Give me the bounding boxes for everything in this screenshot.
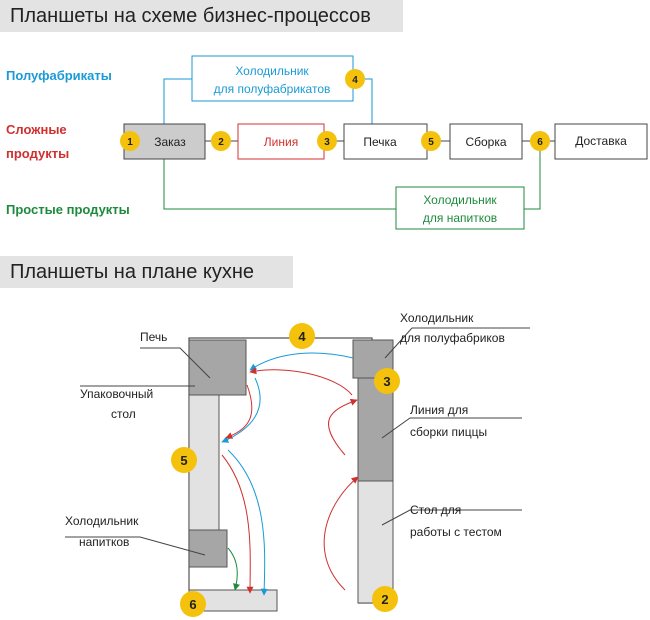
label-dough-table-2: работы с тестом: [410, 525, 502, 539]
dough-table-block: [357, 480, 394, 604]
svg-text:6: 6: [189, 597, 196, 612]
label-semi-fridge-1: Холодильник: [400, 311, 474, 325]
pizza-line-block: [357, 377, 394, 482]
box-line-label: Линия: [264, 135, 298, 149]
label-oven: Печь: [140, 330, 167, 344]
process-badge-2: 2: [211, 131, 231, 151]
svg-text:4: 4: [352, 75, 358, 86]
process-badge-6: 6: [530, 131, 550, 151]
arrow-red-pack-to-dispatch: [221, 454, 254, 594]
label-drinks-fridge-2: напитков: [79, 535, 129, 549]
oven-block: [188, 339, 247, 396]
box-semi-fridge: [191, 55, 354, 102]
label-semi-fridge-2: для полуфабриков: [400, 331, 505, 345]
arrow-blue-pack-to-dispatch: [227, 449, 268, 596]
svg-text:5: 5: [428, 137, 434, 148]
box-drinks-fridge-label-2: для напитков: [423, 211, 497, 225]
kitchen-badge-5: 5: [171, 447, 197, 473]
arrow-green-fridge-to-dispatch: [227, 547, 240, 591]
kitchen-leader-lines: [65, 327, 530, 556]
svg-text:2: 2: [218, 137, 224, 148]
box-semi-fridge-label-2: для полуфабрикатов: [214, 82, 331, 96]
kitchen-badge-2: 2: [372, 586, 398, 612]
box-oven: [343, 123, 428, 160]
box-delivery: [554, 123, 648, 160]
label-pack-table-2: стол: [111, 407, 136, 421]
box-order-label: Заказ: [154, 135, 186, 149]
box-drinks-fridge: [395, 186, 525, 230]
kitchen-section-title: Планшеты на плане кухне: [0, 256, 293, 288]
box-semi-fridge-label-1: Холодильник: [235, 64, 309, 78]
label-pack-table-1: Упаковочный: [80, 387, 153, 401]
box-delivery-label: Доставка: [575, 134, 627, 148]
lane-semi-label: Полуфабрикаты: [6, 68, 112, 83]
box-assembly-label: Сборка: [465, 135, 506, 149]
box-oven-label: Печка: [363, 135, 397, 149]
kitchen-badge-6: 6: [180, 591, 206, 617]
label-dough-table-1: Стол для: [410, 503, 461, 517]
svg-text:2: 2: [381, 592, 388, 607]
kitchen-badge-3: 3: [374, 368, 400, 394]
svg-text:1: 1: [127, 137, 133, 148]
arrow-red-oven-to-pack: [225, 384, 253, 439]
arrow-blue-semi-to-oven: [249, 352, 354, 371]
drinks-fridge-block: [188, 529, 228, 568]
svg-text:4: 4: [298, 329, 306, 344]
label-pizza-line-1: Линия для: [410, 403, 468, 417]
process-section-title: Планшеты на схеме бизнес-процессов: [0, 0, 403, 32]
svg-text:3: 3: [324, 137, 330, 148]
lane-complex-label-2: продукты: [6, 146, 69, 161]
svg-text:6: 6: [537, 137, 543, 148]
arrow-red-dough-to-line: [323, 476, 359, 591]
process-badge-4: 4: [345, 69, 365, 89]
lane-simple-label: Простые продукты: [6, 202, 130, 217]
svg-text:5: 5: [180, 453, 187, 468]
connector-simple-lane: [163, 141, 541, 210]
label-drinks-fridge-1: Холодильник: [65, 514, 139, 528]
lane-complex-label-1: Сложные: [6, 122, 67, 137]
kitchen-flow-arrows: [221, 352, 359, 596]
process-badge-1: 1: [120, 131, 140, 151]
process-badge-5: 5: [421, 131, 441, 151]
process-badge-3: 3: [317, 131, 337, 151]
box-line: [237, 123, 325, 160]
arrow-red-line-to-oven: [249, 367, 353, 396]
box-assembly: [449, 123, 523, 160]
box-drinks-fridge-label-1: Холодильник: [423, 193, 497, 207]
kitchen-badge-4: 4: [289, 323, 315, 349]
arrow-red-line-to-line: [327, 398, 358, 456]
svg-text:3: 3: [383, 374, 390, 389]
label-pizza-line-2: сборки пиццы: [410, 425, 487, 439]
